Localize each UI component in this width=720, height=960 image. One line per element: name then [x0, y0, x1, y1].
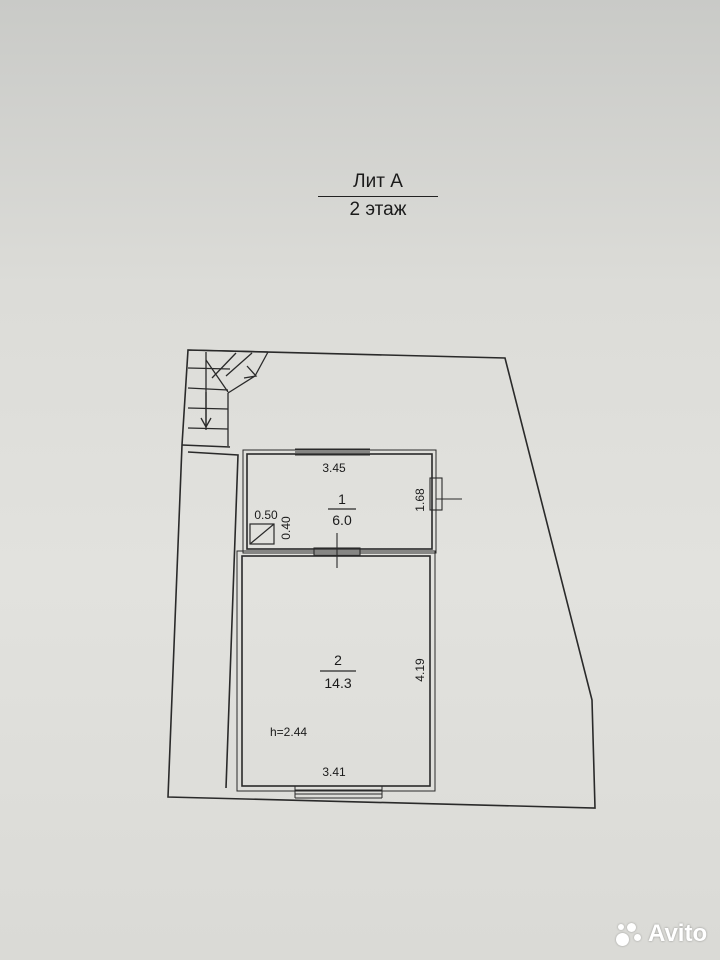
room-1-height-label: 1.68: [413, 488, 427, 512]
niche-width-label: 0.50: [254, 508, 278, 522]
room-2-number: 2: [334, 652, 342, 668]
room-2-width-label: 3.41: [322, 765, 346, 779]
avito-watermark: Avito: [616, 920, 707, 948]
ceiling-height-label: h=2.44: [270, 725, 307, 739]
room-1-area: 6.0: [332, 512, 352, 528]
room-1-niche: [249, 523, 275, 545]
avito-watermark-text: Avito: [648, 920, 708, 947]
left-corridor-wall: [187, 451, 239, 789]
corridor-top-line: [181, 444, 231, 448]
room-1-number: 1: [338, 491, 346, 507]
room-2-window: [294, 785, 383, 799]
niche-depth-label: 0.40: [279, 516, 293, 540]
plan-title-letter: Лит А: [318, 170, 438, 197]
plan-title-block: Лит А 2 этаж: [318, 170, 438, 223]
plan-title-floor: 2 этаж: [349, 199, 407, 220]
room-1-outline: [246, 453, 433, 550]
room-1-window: [295, 448, 370, 456]
room-2-area: 14.3: [324, 675, 351, 691]
avito-logo-icon: [616, 921, 642, 947]
outer-wall-outline: [167, 349, 596, 809]
room-2-height-label: 4.19: [413, 658, 427, 682]
staircase: [187, 349, 269, 446]
room-1-width-label: 3.45: [322, 461, 346, 475]
